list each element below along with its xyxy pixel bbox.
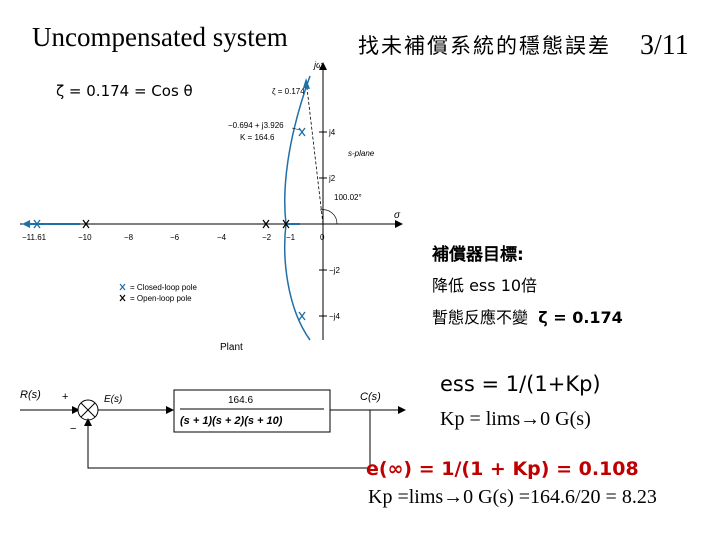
ess-formula: ess = 1/(1+Kp) — [440, 372, 601, 396]
output-arrow — [398, 406, 406, 414]
goals-heading: 補償器目標: — [432, 245, 524, 265]
jw-axis-arrow — [319, 62, 327, 70]
feedback-arrow — [84, 418, 92, 426]
zeta-cos-label: ζ = 0.174 = Cos θ — [56, 82, 193, 100]
input-label: R(s) — [20, 389, 41, 401]
y-tick: −j4 — [329, 312, 340, 321]
zeta-radial-line — [306, 87, 324, 225]
open-loop-pole — [82, 219, 90, 229]
y-tick: j4 — [328, 128, 336, 137]
legend-closed-icon — [119, 283, 126, 291]
figure-caption: Plant — [220, 342, 243, 353]
y-tick: −j2 — [329, 266, 340, 275]
block-diagram: R(s) + − E(s) 164.6 (s + 1)(s + 2)(s + 1… — [20, 389, 406, 469]
jw-axis-label: jω — [313, 60, 323, 70]
open-loop-pole — [282, 219, 290, 229]
operating-point-label: −0.694 + j3.926 — [228, 121, 284, 130]
output-label: C(s) — [360, 391, 381, 403]
transfer-numerator: 164.6 — [228, 395, 253, 406]
locus-branch-upper — [284, 75, 311, 225]
page-number: 3/11 — [640, 30, 689, 61]
open-loop-poles — [82, 219, 290, 229]
zeta-line-label: ζ = 0.174 — [272, 87, 305, 96]
closed-loop-poles — [33, 127, 306, 321]
locus-arrow-left — [22, 220, 30, 228]
closed-loop-pole — [298, 127, 306, 137]
error-arrow — [166, 406, 174, 414]
x-tick: −4 — [217, 233, 227, 242]
x-tick: 0 — [320, 233, 325, 242]
error-label: E(s) — [104, 394, 122, 405]
x-tick: −6 — [170, 233, 180, 242]
y-tick: j2 — [328, 174, 336, 183]
annotation-leader — [291, 127, 301, 131]
steady-state-error-result: e(∞) = 1/(1 + Kp) = 0.108 — [366, 458, 639, 480]
angle-arc — [319, 209, 338, 225]
sigma-axis-arrow — [395, 220, 403, 228]
minus-sign: − — [70, 423, 76, 435]
open-loop-pole — [262, 219, 270, 229]
x-tick: −2 — [262, 233, 272, 242]
goal-zeta: ζ = 0.174 — [538, 308, 623, 327]
locus-arrow-up — [303, 78, 310, 89]
legend-open-label: = Open-loop pole — [130, 294, 192, 303]
x-tick: −8 — [124, 233, 134, 242]
gain-label: K = 164.6 — [240, 133, 275, 142]
angle-label: 100.02° — [334, 193, 362, 202]
transfer-denominator: (s + 1)(s + 2)(s + 10) — [180, 415, 283, 427]
x-tick: −10 — [78, 233, 92, 242]
kp-value: Kp =lims→0 G(s) =164.6/20 = 8.23 — [368, 486, 657, 508]
closed-loop-pole — [298, 311, 306, 321]
goal-reduce-ess: 降低 ess 10倍 — [432, 276, 538, 295]
feedback-path — [87, 410, 371, 469]
goal-transient: 暫態反應不變 ζ = 0.174 — [432, 304, 623, 328]
plant-block — [173, 389, 331, 433]
sigma-axis-label: σ — [394, 210, 401, 221]
plus-sign: + — [62, 391, 68, 403]
summing-cross — [80, 402, 96, 418]
goal-transient-text: 暫態反應不變 — [432, 308, 529, 327]
locus-branch-lower — [284, 223, 311, 341]
slide-title-chinese: 找未補償系統的穩態誤差 — [358, 34, 611, 58]
kp-formula: Kp = lims→0 G(s) — [440, 408, 591, 430]
slide-title: Uncompensated system — [32, 22, 288, 52]
x-tick: −11.61 — [22, 233, 47, 242]
input-arrow — [72, 406, 80, 414]
closed-loop-pole — [33, 219, 41, 229]
legend-closed-label: = Closed-loop pole — [130, 283, 197, 292]
root-locus-plot: jω σ −11.61 −10 −8 −6 −4 −2 −1 0 j4 j2 −… — [20, 60, 403, 353]
x-tick: −1 — [286, 233, 296, 242]
s-plane-label: s-plane — [348, 149, 375, 158]
legend-open-icon — [119, 294, 126, 302]
